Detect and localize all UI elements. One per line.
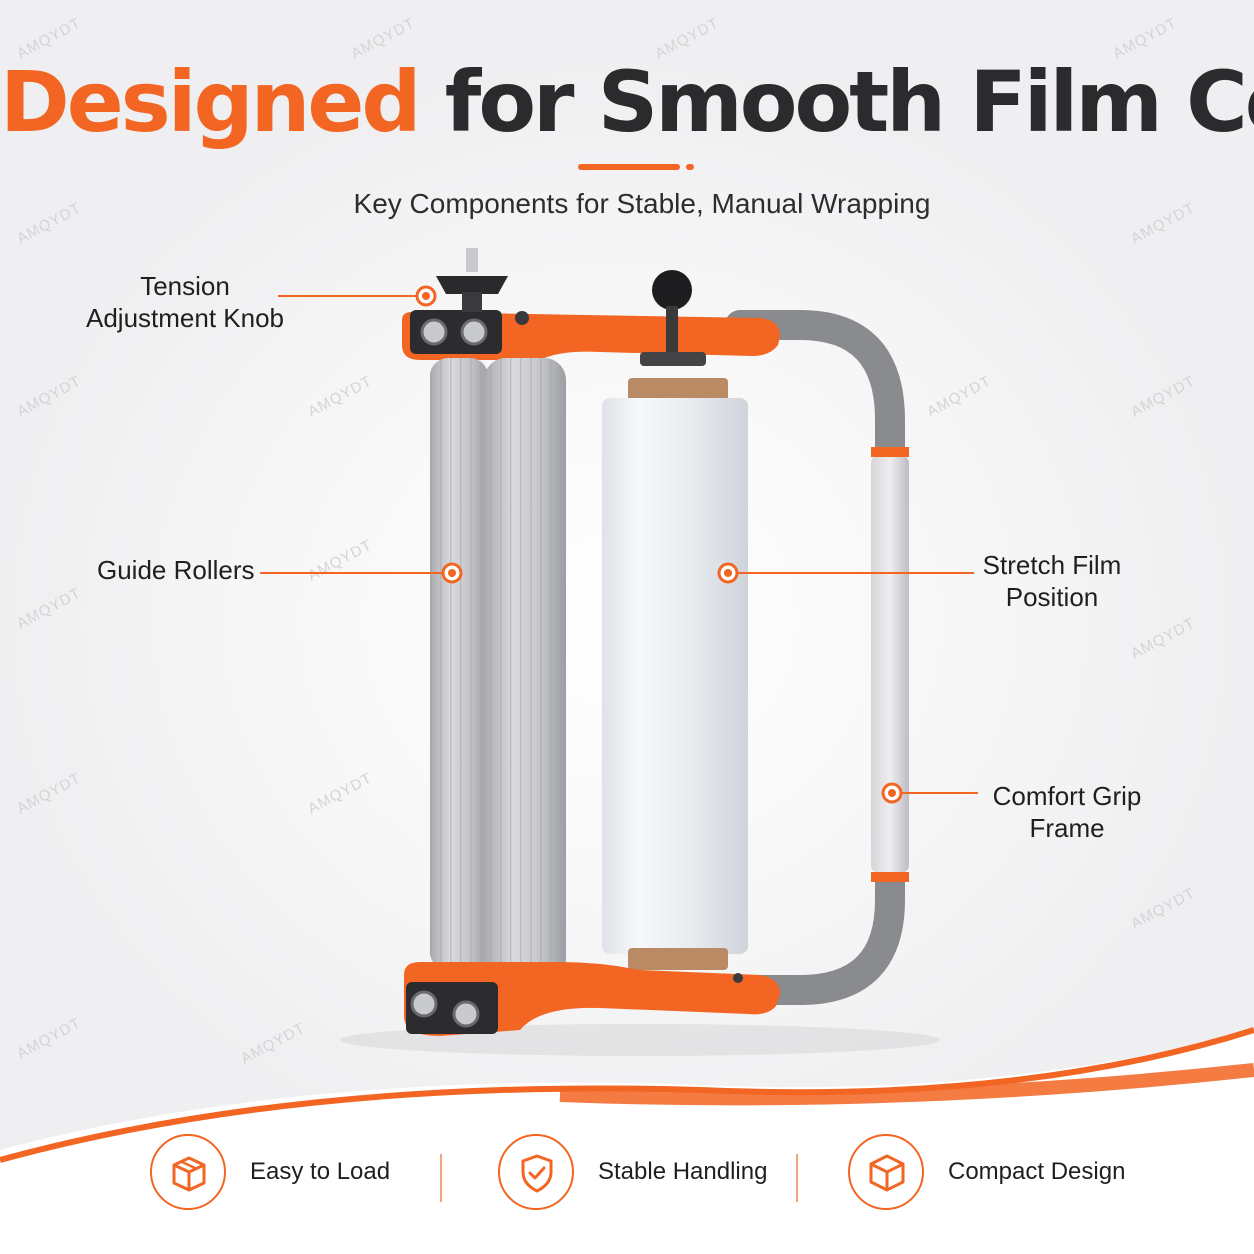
callout-tension-knob: Tension Adjustment Knob [85, 271, 284, 333]
feature-compact-design: Compact Design [848, 1132, 1128, 1222]
cube-icon [848, 1134, 924, 1210]
comfort-grip-sleeve [871, 455, 909, 873]
callout-guide-rollers: Guide Rollers [97, 555, 255, 585]
title-underline-dot [686, 164, 694, 170]
tension-knob [436, 276, 508, 294]
grip-cap-top [871, 447, 909, 457]
title-rest: for Smooth Film Control [444, 53, 1254, 151]
feature-divider [796, 1154, 798, 1202]
feature-label: Stable Handling [598, 1158, 768, 1185]
film-core-bottom [628, 948, 728, 970]
feature-label: Compact Design [948, 1158, 1126, 1185]
callout-stretch-film: Stretch Film Position [982, 550, 1122, 612]
callout-comfort-grip: Comfort Grip Frame [992, 781, 1142, 843]
title-underline [578, 164, 680, 170]
spindle-knob [652, 270, 692, 310]
title-accent: Designed [0, 53, 422, 151]
feature-label: Easy to Load [250, 1158, 391, 1185]
handle-frame [725, 310, 905, 1005]
page-subtitle: Key Components for Stable, Manual Wrappi… [353, 188, 931, 219]
callout-leaders [260, 285, 978, 804]
page-title: Designed for Smooth Film Control [0, 52, 1254, 152]
orange-swoosh [0, 1027, 1254, 1163]
open-box-icon [150, 1134, 226, 1210]
feature-stable-handling: Stable Handling [498, 1132, 778, 1222]
film-core-top [628, 378, 728, 402]
grip-cap-bottom [871, 872, 909, 882]
feature-easy-to-load: Easy to Load [150, 1132, 410, 1222]
knob-bolt [466, 248, 478, 272]
stretch-film-roll [602, 398, 748, 954]
feature-divider [440, 1154, 442, 1202]
shield-check-icon [498, 1134, 574, 1210]
